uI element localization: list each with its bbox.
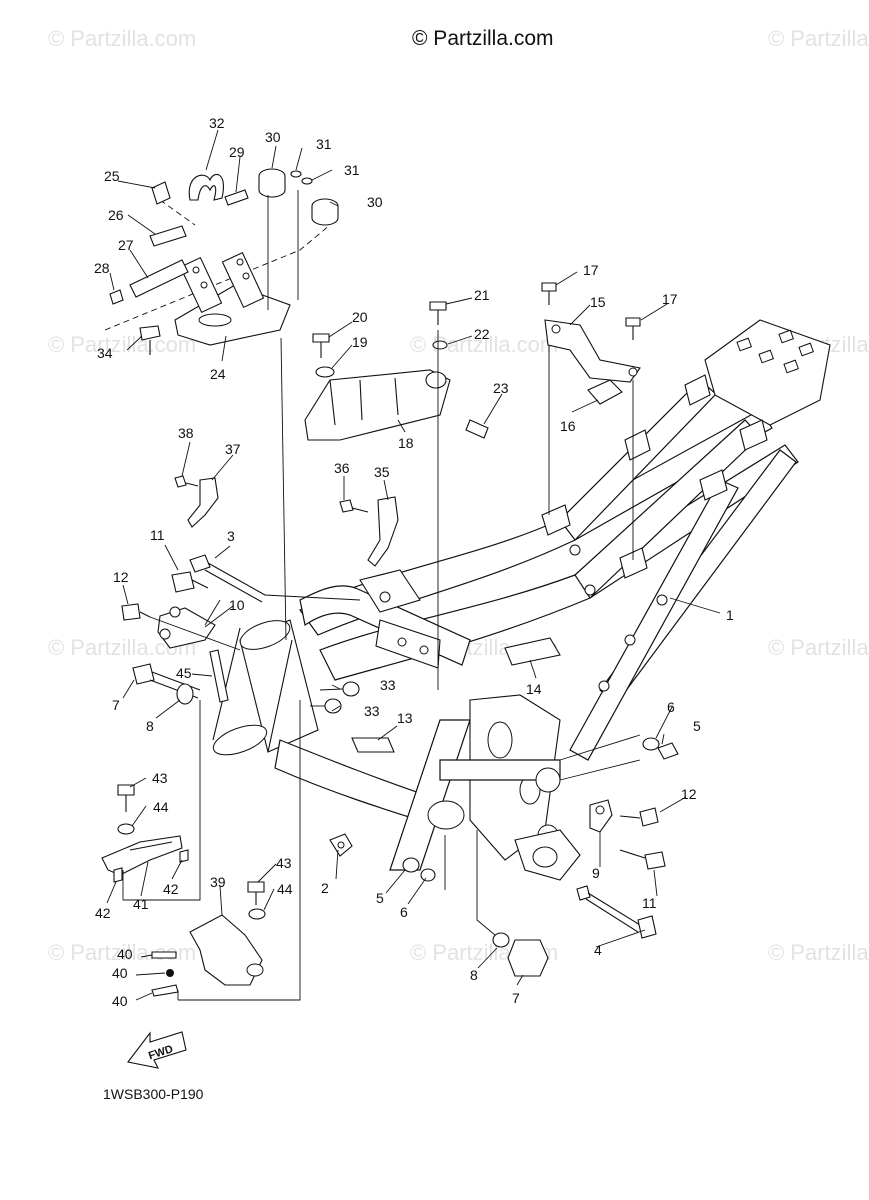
callout-21: 21 [474, 287, 490, 303]
callout-11: 11 [642, 895, 657, 911]
watermark-text: © Partzilla.com [768, 26, 869, 51]
diagram-code: 1WSB300-P190 [103, 1086, 204, 1102]
callout-13: 13 [397, 710, 413, 726]
callout-19: 19 [352, 334, 368, 350]
callout-12: 12 [113, 569, 129, 585]
callout-31: 31 [316, 136, 332, 152]
callout-40: 40 [112, 965, 128, 981]
parts-7-8-45-drawing [132, 649, 229, 705]
callout-24: 24 [210, 366, 226, 382]
callout-leaders [106, 129, 721, 1001]
callout-15: 15 [590, 294, 606, 310]
watermark-text: © Partzilla.com [768, 940, 869, 965]
watermark-text: © Partzilla.com [48, 26, 196, 51]
callout-38: 38 [178, 425, 194, 441]
callout-35: 35 [374, 464, 390, 480]
callout-42: 42 [95, 905, 111, 921]
callout-14: 14 [526, 681, 542, 697]
parts-13-14-drawing [351, 637, 561, 753]
callout-6: 6 [400, 904, 408, 920]
right-side-parts-drawing [559, 734, 679, 870]
callout-12: 12 [681, 786, 697, 802]
callout-25: 25 [104, 168, 120, 184]
callout-5: 5 [693, 718, 701, 734]
callout-44: 44 [277, 881, 293, 897]
callout-20: 20 [352, 309, 368, 325]
left-mount-parts-drawing [121, 554, 361, 651]
lower-left-guards-drawing [101, 700, 301, 1001]
callout-44: 44 [153, 799, 169, 815]
callout-17: 17 [662, 291, 678, 307]
callout-4: 4 [594, 942, 602, 958]
callout-5: 5 [376, 890, 384, 906]
parts-33-drawing [310, 681, 360, 714]
callout-37: 37 [225, 441, 241, 457]
callout-43: 43 [276, 855, 292, 871]
fwd-arrow: FWD [127, 1031, 187, 1069]
callout-26: 26 [108, 207, 124, 223]
callout-31: 31 [344, 162, 360, 178]
callout-39: 39 [210, 874, 226, 890]
callout-10: 10 [229, 597, 245, 613]
lower-parts-drawing [329, 830, 657, 977]
callout-45: 45 [176, 665, 192, 681]
main-frame-drawing [212, 319, 831, 881]
callout-30: 30 [367, 194, 383, 210]
callout-22: 22 [474, 326, 490, 342]
callout-30: 30 [265, 129, 281, 145]
callout-29: 29 [229, 144, 245, 160]
callout-34: 34 [97, 345, 113, 361]
callout-40: 40 [117, 946, 133, 962]
callout-9: 9 [592, 865, 600, 881]
callout-18: 18 [398, 435, 414, 451]
callout-numbers: 1 2 3 4 5 5 6 6 7 7 8 8 9 10 11 11 12 12… [94, 115, 734, 1009]
callout-3: 3 [227, 528, 235, 544]
callout-7: 7 [512, 990, 520, 1006]
callout-33: 33 [380, 677, 396, 693]
callout-2: 2 [321, 880, 329, 896]
callout-8: 8 [146, 718, 154, 734]
parts-35-38-drawing [174, 475, 399, 567]
callout-41: 41 [133, 896, 149, 912]
callout-40: 40 [112, 993, 128, 1009]
callout-33: 33 [364, 703, 380, 719]
callout-32: 32 [209, 115, 225, 131]
callout-23: 23 [493, 380, 509, 396]
watermark-text: © Partzilla.com [48, 332, 196, 357]
callout-1: 1 [726, 607, 734, 623]
top-left-bracket-group [104, 168, 339, 641]
parts-15-16-17-drawing [541, 282, 641, 560]
callout-28: 28 [94, 260, 110, 276]
callout-16: 16 [560, 418, 576, 434]
callout-27: 27 [118, 237, 134, 253]
callout-36: 36 [334, 460, 350, 476]
callout-42: 42 [163, 881, 179, 897]
watermark-text: © Partzilla.com [768, 635, 869, 660]
callout-11: 11 [150, 527, 165, 543]
part-18-drawing [304, 301, 489, 690]
callout-6: 6 [667, 699, 675, 715]
callout-43: 43 [152, 770, 168, 786]
watermark-top-center: © Partzilla.com [412, 27, 554, 50]
callout-8: 8 [470, 967, 478, 983]
callout-7: 7 [112, 697, 120, 713]
callout-17: 17 [583, 262, 599, 278]
